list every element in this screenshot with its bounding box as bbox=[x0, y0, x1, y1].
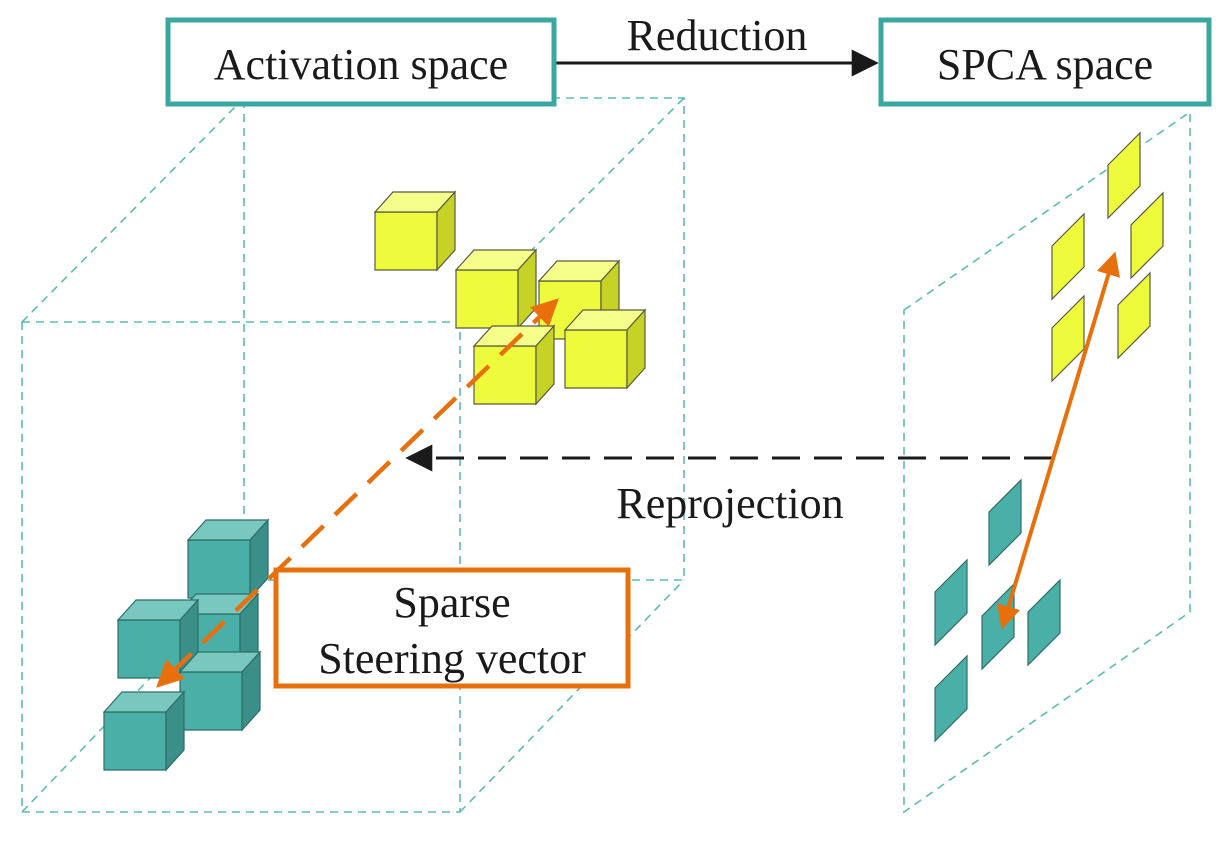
teal-cube bbox=[178, 650, 262, 732]
spca-direction-arrow bbox=[997, 251, 1120, 630]
teal-point bbox=[988, 478, 1022, 567]
yellow-cube bbox=[454, 248, 538, 330]
reprojection-label: Reprojection bbox=[616, 479, 843, 528]
reduction-label: Reduction bbox=[627, 11, 808, 60]
yellow-point bbox=[1130, 191, 1164, 280]
teal-cube-cluster bbox=[102, 518, 270, 772]
spca-space-box: SPCA space bbox=[878, 17, 1212, 107]
spca-teal-points bbox=[934, 478, 1061, 743]
steering-label-line2: Steering vector bbox=[318, 634, 586, 683]
spca-yellow-points bbox=[1051, 131, 1164, 383]
teal-point bbox=[934, 654, 968, 743]
yellow-cube-cluster bbox=[373, 190, 647, 406]
spca-space-label: SPCA space bbox=[937, 40, 1153, 89]
teal-point bbox=[1027, 578, 1061, 667]
yellow-cube bbox=[472, 324, 556, 406]
yellow-point bbox=[1117, 271, 1151, 360]
teal-cube bbox=[186, 518, 270, 600]
teal-point bbox=[934, 558, 968, 647]
steering-label-line1: Sparse bbox=[393, 578, 510, 627]
spca-space-plane bbox=[903, 110, 1191, 814]
yellow-point bbox=[1107, 131, 1141, 220]
yellow-cube bbox=[563, 308, 647, 390]
yellow-cube bbox=[373, 190, 457, 272]
activation-space-label: Activation space bbox=[214, 40, 508, 89]
yellow-point bbox=[1051, 212, 1085, 301]
steering-vector-box: Sparse Steering vector bbox=[273, 567, 631, 689]
teal-cube bbox=[102, 690, 186, 772]
activation-space-box: Activation space bbox=[165, 17, 557, 107]
teal-point bbox=[981, 582, 1015, 671]
